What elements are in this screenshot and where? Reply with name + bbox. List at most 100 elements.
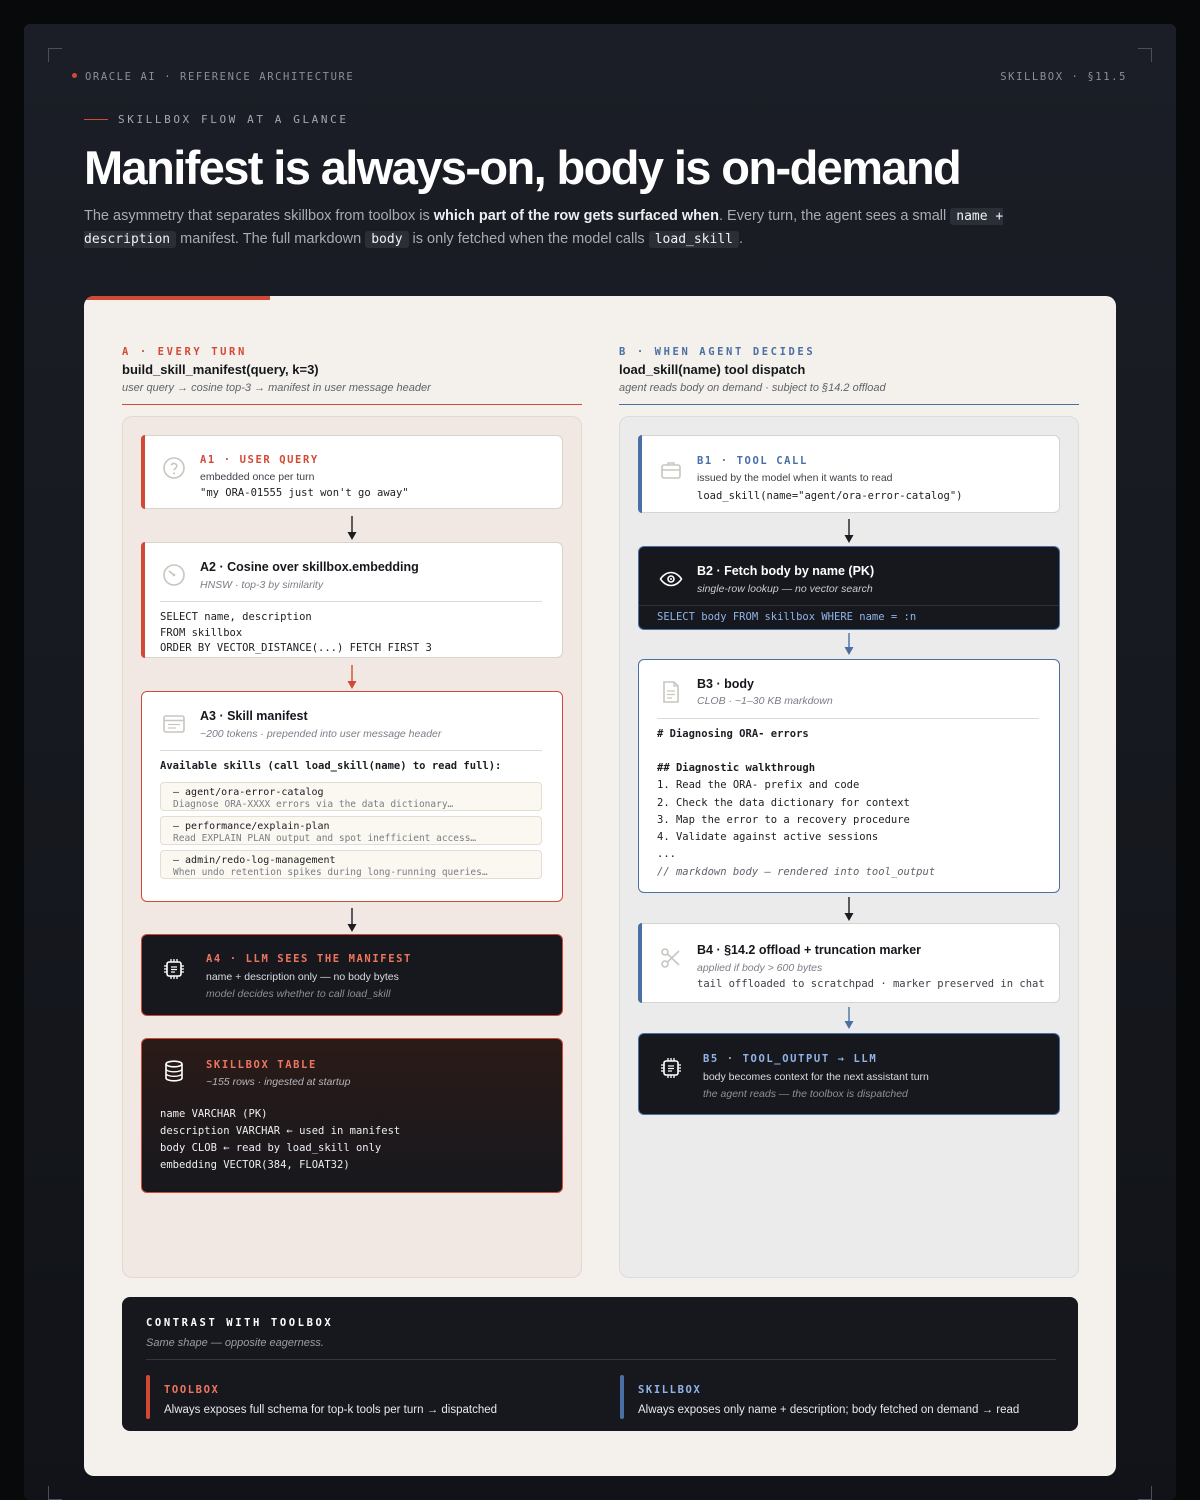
b3-title: B3 · body: [697, 677, 754, 691]
eyebrow: SKILLBOX FLOW AT A GLANCE: [84, 113, 349, 126]
column-b-rule: [619, 404, 1079, 405]
column-a-title: build_skill_manifest(query, k=3): [122, 362, 319, 377]
card-accent: [84, 296, 270, 300]
manifest-item-name: — admin/redo-log-management: [173, 855, 336, 866]
b5-note: the agent reads — the toolbox is dispatc…: [703, 1088, 908, 1100]
a4-llm-node: A4 · LLM SEES THE MANIFEST name + descri…: [141, 934, 563, 1016]
table-sub: ~155 rows · ingested at startup: [206, 1076, 351, 1088]
lead-text: .: [739, 231, 744, 247]
b1-sub: issued by the model when it wants to rea…: [697, 472, 893, 484]
a1-user-query-node: A1 · USER QUERY embedded once per turn "…: [141, 435, 563, 509]
column-b-header: B · WHEN AGENT DECIDES load_skill(name) …: [619, 346, 1079, 405]
b5-tool-output-node: B5 · TOOL_OUTPUT → LLM body becomes cont…: [638, 1033, 1060, 1115]
table-column-row: name VARCHAR (PK): [160, 1108, 268, 1120]
b4-detail: tail offloaded to scratchpad · marker pr…: [697, 978, 1045, 990]
lead-code: load_skill: [648, 231, 739, 248]
contrast-accent-bar: [620, 1375, 624, 1419]
b1-label: B1 · TOOL CALL: [697, 455, 808, 467]
b4-sub: applied if body > 600 bytes: [697, 962, 823, 974]
node-accent-bar: [638, 923, 642, 1003]
contrast-sub: Same shape — opposite eagerness.: [146, 1337, 324, 1349]
b3-markdown-line: 3. Map the error to a recovery procedure: [657, 814, 910, 826]
flow-arrow: [347, 665, 357, 689]
lead-text: The asymmetry that separates skillbox fr…: [84, 208, 434, 224]
b3-sub: CLOB · ~1–30 KB markdown: [697, 695, 833, 707]
b3-markdown-line: 4. Validate against active sessions: [657, 831, 879, 843]
corner-mark: [1138, 1486, 1152, 1500]
corner-mark: [1138, 48, 1152, 62]
contrast-toolbox-label: TOOLBOX: [164, 1384, 220, 1396]
b2-fetch-node: B2 · Fetch body by name (PK) single-row …: [638, 546, 1060, 630]
briefcase-icon: [661, 462, 681, 479]
flow-arrow: [844, 519, 854, 543]
database-icon: [165, 1060, 183, 1082]
flow-arrow: [347, 516, 357, 540]
page-title: Manifest is always-on, body is on-demand: [84, 141, 962, 194]
eyebrow-text: SKILLBOX FLOW AT A GLANCE: [118, 113, 349, 126]
gauge-icon: [163, 564, 185, 586]
document-icon: [663, 681, 679, 703]
a2-sub: HNSW · top-3 by similarity: [200, 579, 324, 591]
a1-label: A1 · USER QUERY: [200, 454, 319, 466]
column-a-kicker: A · EVERY TURN: [122, 346, 247, 358]
a2-sql-line: ORDER BY VECTOR_DISTANCE(...) FETCH FIRS…: [160, 642, 432, 654]
a4-note: model decides whether to call load_skill: [206, 988, 391, 1000]
contrast-toolbox-text: Always exposes full schema for top-k too…: [164, 1404, 498, 1416]
table-label: SKILLBOX TABLE: [206, 1059, 317, 1071]
table-column-row: body CLOB ← read by load_skill only: [160, 1142, 382, 1154]
b3-markdown-comment: // markdown body — rendered into tool_ou…: [657, 866, 936, 878]
column-b-kicker: B · WHEN AGENT DECIDES: [619, 346, 816, 358]
b2-sql: SELECT body FROM skillbox WHERE name = :…: [657, 611, 917, 623]
b4-title: B4 · §14.2 offload + truncation marker: [697, 943, 922, 957]
brand-line: ORACLE AI · REFERENCE ARCHITECTURE: [72, 71, 354, 83]
chip-icon: [164, 959, 184, 979]
lead-text: manifest. The full markdown: [176, 231, 366, 247]
manifest-item-name: — agent/ora-error-catalog: [173, 787, 324, 798]
question-icon: [163, 457, 185, 479]
manifest-item-desc: When undo retention spikes during long-r…: [173, 867, 488, 878]
eyebrow-rule: [84, 119, 108, 120]
b3-body-node: B3 · body CLOB · ~1–30 KB markdown # Dia…: [638, 659, 1060, 893]
a3-sub: ~200 tokens · prepended into user messag…: [200, 728, 442, 740]
manifest-item-name: — performance/explain-plan: [173, 821, 330, 832]
divider: [160, 601, 542, 602]
table-column-row: embedding VECTOR(384, FLOAT32): [160, 1159, 350, 1171]
node-accent-bar: [141, 542, 145, 658]
a4-label: A4 · LLM SEES THE MANIFEST: [206, 953, 412, 965]
manifest-item-desc: Read EXPLAIN PLAN output and spot ineffi…: [173, 833, 477, 844]
b3-markdown-line: ## Diagnostic walkthrough: [657, 762, 816, 774]
brand-text: ORACLE AI · REFERENCE ARCHITECTURE: [85, 71, 355, 83]
flow-arrow: [347, 908, 357, 932]
flow-arrow: [844, 1007, 854, 1029]
b3-markdown-line: # Diagnosing ORA- errors: [657, 728, 809, 740]
a2-title: A2 · Cosine over skillbox.embedding: [200, 560, 419, 574]
b2-title: B2 · Fetch body by name (PK): [697, 564, 875, 578]
b1-tool-call-node: B1 · TOOL CALL issued by the model when …: [638, 435, 1060, 513]
b5-label: B5 · TOOL_OUTPUT → LLM: [703, 1053, 878, 1065]
column-a-rule: [122, 404, 582, 405]
contrast-toolbox: TOOLBOX Always exposes full schema for t…: [146, 1375, 586, 1419]
flow-arrow: [844, 633, 854, 655]
corner-mark: [48, 48, 62, 62]
node-accent-bar: [638, 435, 642, 513]
divider: [657, 718, 1039, 719]
column-a-panel: A1 · USER QUERY embedded once per turn "…: [122, 416, 582, 1278]
node-accent-bar: [141, 435, 145, 509]
eye-icon: [659, 571, 683, 587]
b3-markdown-line: 1. Read the ORA- prefix and code: [657, 779, 860, 791]
scissors-icon: [661, 948, 680, 968]
column-a-header: A · EVERY TURN build_skill_manifest(quer…: [122, 346, 582, 405]
contrast-skillbox-text: Always exposes only name + description; …: [638, 1404, 1020, 1416]
chip-icon: [661, 1058, 681, 1078]
lead-paragraph: The asymmetry that separates skillbox fr…: [84, 205, 1044, 251]
a1-sub: embedded once per turn: [200, 471, 315, 483]
column-b-panel: B1 · TOOL CALL issued by the model when …: [619, 416, 1079, 1278]
a4-sub: name + description only — no body bytes: [206, 971, 399, 983]
skillbox-table-node: SKILLBOX TABLE ~155 rows · ingested at s…: [141, 1038, 563, 1193]
a2-cosine-node: A2 · Cosine over skillbox.embedding HNSW…: [141, 542, 563, 658]
b5-sub: body becomes context for the next assist…: [703, 1071, 929, 1083]
a2-sql-line: FROM skillbox: [160, 627, 243, 639]
a3-manifest-node: A3 · Skill manifest ~200 tokens · prepen…: [141, 691, 563, 902]
